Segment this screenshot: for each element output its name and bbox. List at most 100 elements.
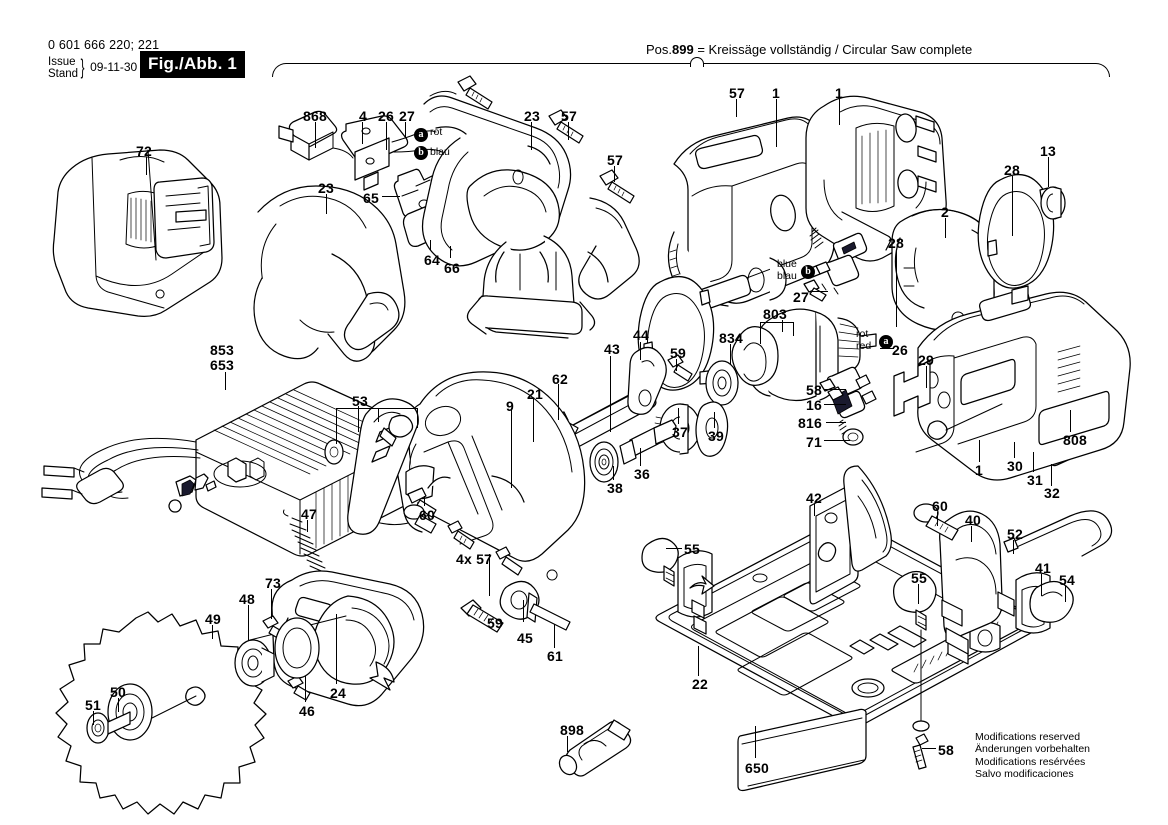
leader-line: [918, 584, 920, 604]
callout-64: 64: [424, 252, 440, 268]
wire-marker-a-rot: a: [414, 128, 428, 142]
callout-23-handle: 23: [318, 180, 334, 196]
leader-line: [382, 196, 400, 198]
leader-line: [424, 496, 426, 506]
leader-line: [93, 711, 95, 725]
leader-line: [610, 356, 612, 432]
callout-57-qty-value: 57: [476, 551, 493, 567]
leader-line: [146, 157, 148, 175]
callout-1-b: 1: [835, 85, 843, 101]
part-spindle-36: [619, 419, 677, 465]
pos-number: 899: [672, 42, 694, 57]
callout-72: 72: [136, 143, 152, 159]
part-screw-60-right: [913, 503, 959, 541]
part-fasteners-center: [407, 487, 571, 633]
leader-line: [1048, 157, 1050, 187]
leader-line: [558, 384, 560, 420]
leader-line: [730, 344, 732, 364]
part-knob-54: [1029, 580, 1074, 623]
callout-26-switch: 26: [378, 108, 394, 124]
callout-57-qty: 4x 57: [456, 551, 492, 567]
callout-650: 650: [745, 760, 769, 776]
leader-line: [922, 748, 936, 750]
wire-note-red: red: [856, 339, 872, 352]
callout-59-b: 59: [487, 615, 503, 631]
leader-line: [568, 122, 570, 140]
callout-653: 653: [210, 357, 234, 373]
callout-803: 803: [763, 306, 787, 322]
leader-line: [971, 526, 973, 542]
leader-line: [926, 366, 928, 388]
callout-57-qty-prefix: 4x: [456, 551, 477, 567]
bracket-53-tick: [417, 408, 419, 428]
leader-line: [1041, 574, 1043, 596]
callout-48: 48: [239, 591, 255, 607]
part-handle-23: [253, 185, 406, 362]
leader-line: [824, 389, 846, 391]
notice-fr: Modifications resérvées: [975, 755, 1086, 768]
callout-55-left: 55: [684, 541, 700, 557]
part-screw-60-guard: [403, 504, 437, 534]
leader-line: [1070, 410, 1072, 432]
leader-line: [1012, 176, 1014, 236]
callout-37: 37: [672, 424, 688, 440]
callout-57-a: 57: [561, 108, 577, 124]
callout-42: 42: [806, 490, 822, 506]
callout-71: 71: [806, 434, 822, 450]
leader-line: [698, 646, 700, 676]
callout-4: 4: [359, 108, 367, 124]
callout-51: 51: [85, 697, 101, 713]
part-switch-4: [340, 115, 443, 191]
part-screw-59-upper: [667, 354, 693, 382]
leader-line: [945, 218, 947, 238]
callout-49: 49: [205, 611, 221, 627]
callout-31: 31: [1027, 472, 1043, 488]
part-knob-55-left: [641, 537, 679, 587]
leader-line: [937, 512, 939, 526]
bracket-53-tick: [336, 408, 338, 444]
wire-note-blau-2: blau: [777, 269, 797, 282]
leader-line: [511, 410, 513, 488]
callout-28-right: 28: [1004, 162, 1020, 178]
callout-59-a: 59: [670, 345, 686, 361]
leader-line: [326, 194, 328, 214]
callout-40: 40: [965, 512, 981, 528]
bracket-53: [336, 408, 418, 410]
leader-line: [362, 122, 364, 144]
part-upper-guard-9: [396, 371, 586, 581]
issue-stand-block: Issue Stand }09-11-30: [48, 56, 137, 80]
catalog-number: 0 601 666 220; 221: [48, 38, 160, 52]
leader-line: [826, 422, 846, 424]
leader-line: [450, 246, 452, 258]
part-bolt-51: [86, 711, 131, 744]
part-stator-2: [891, 209, 995, 332]
leader-line: [386, 122, 388, 150]
leader-line: [736, 99, 738, 117]
callout-898: 898: [560, 722, 584, 738]
part-bearing-834: [705, 360, 739, 406]
leader-line: [1033, 452, 1035, 472]
callout-58-brush: 58: [806, 382, 822, 398]
callout-834: 834: [719, 330, 743, 346]
wire-marker-b-blue: b: [801, 265, 815, 279]
callout-9: 9: [506, 398, 514, 414]
leader-line: [315, 122, 317, 148]
leader-line: [118, 698, 120, 712]
part-bearing-38: [589, 441, 619, 483]
bracket-803: [760, 322, 794, 324]
part-gear-housing-1-right: [915, 285, 1131, 481]
leader-line: [533, 398, 535, 442]
callout-60-base: 60: [932, 498, 948, 514]
title-bracket-pointer: [690, 57, 704, 67]
part-lever-44: [627, 346, 667, 415]
callout-61: 61: [547, 648, 563, 664]
callout-30: 30: [1007, 458, 1023, 474]
part-riving-knife-42: [809, 465, 892, 605]
part-rod-52: [1003, 510, 1113, 557]
callout-55-right: 55: [911, 570, 927, 586]
leader-line: [531, 122, 533, 150]
part-scale-53: [324, 398, 419, 535]
callout-62: 62: [552, 371, 568, 387]
